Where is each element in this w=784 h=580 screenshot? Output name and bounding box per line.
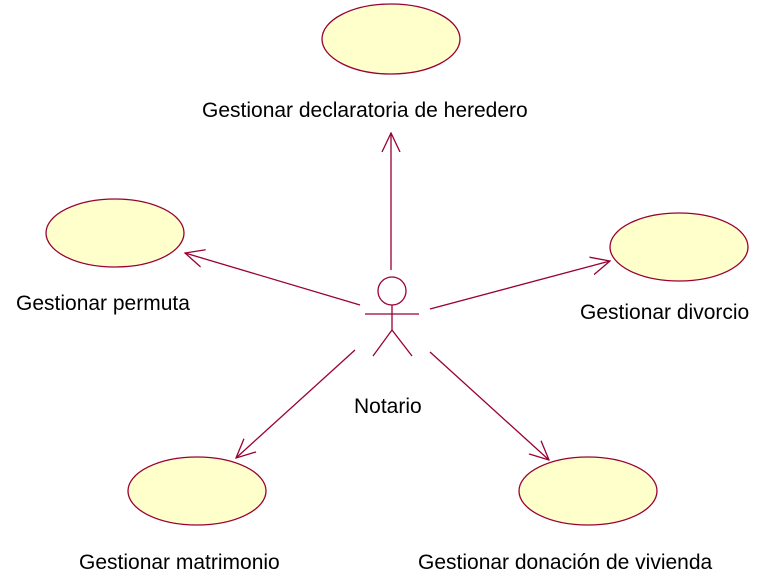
use-case-donacion-label: Gestionar donación de vivienda bbox=[418, 551, 713, 574]
use-case-donacion-ellipse[interactable] bbox=[518, 456, 658, 526]
association-permuta bbox=[185, 253, 361, 306]
actor-notario-label: Notario bbox=[354, 395, 422, 418]
use-case-divorcio-label: Gestionar divorcio bbox=[580, 301, 749, 324]
use-case-matrimonio-label: Gestionar matrimonio bbox=[79, 551, 280, 574]
association-matrimonio bbox=[236, 349, 356, 458]
actor-left-leg bbox=[372, 329, 393, 357]
use-case-matrimonio-ellipse[interactable] bbox=[127, 456, 267, 526]
actor-right-leg bbox=[391, 329, 413, 357]
association-divorcio bbox=[429, 261, 610, 310]
association-donacion bbox=[429, 351, 549, 460]
actor-notario-figure[interactable] bbox=[365, 276, 419, 357]
use-case-heredero-label: Gestionar declaratoria de heredero bbox=[202, 99, 528, 122]
use-case-divorcio-ellipse[interactable] bbox=[609, 212, 749, 282]
actor-head bbox=[377, 276, 407, 306]
use-case-permuta-ellipse[interactable] bbox=[45, 198, 185, 268]
use-case-heredero-ellipse[interactable] bbox=[321, 3, 461, 75]
use-case-permuta-label: Gestionar permuta bbox=[16, 292, 190, 315]
